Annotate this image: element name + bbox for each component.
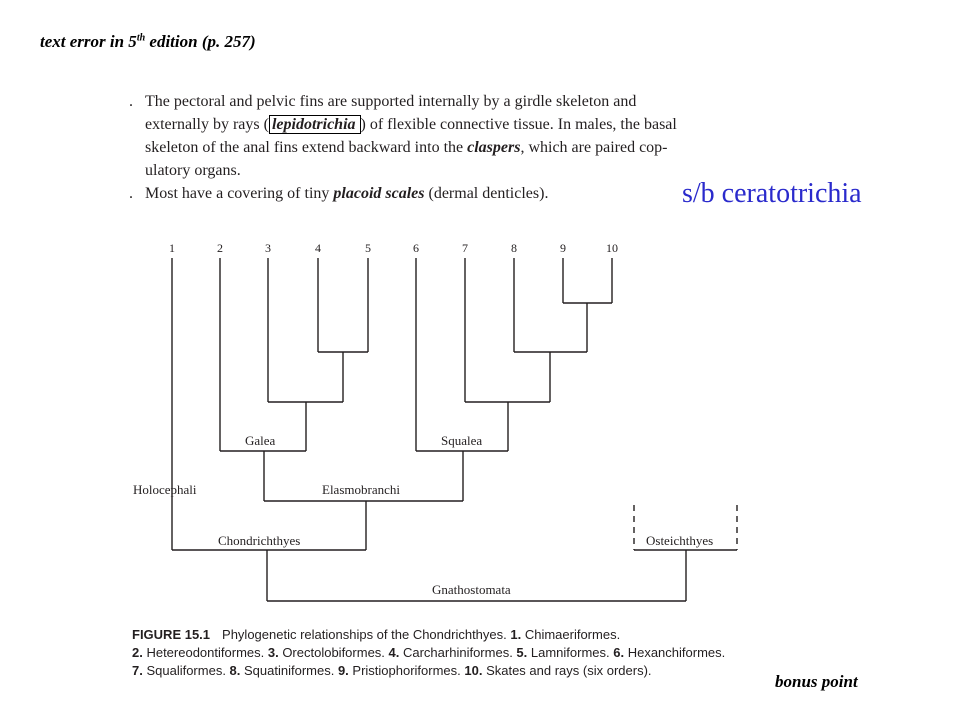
caption-line-3: 7. Squaliformes. 8. Squatiniformes. 9. P… — [132, 663, 652, 678]
tip-label-5: 5 — [365, 241, 371, 255]
tip-label-3: 3 — [265, 241, 271, 255]
clade-label-galea: Galea — [245, 433, 276, 448]
branch-galea — [219, 258, 306, 501]
caption-line-2: 2. Hetereodontiformes. 3. Orectolobiform… — [132, 645, 726, 660]
clade-label-chondrichthyes: Chondrichthyes — [218, 533, 300, 548]
paragraph-scales: .Most have a covering of tiny placoid sc… — [129, 185, 549, 202]
branch-4-5 — [317, 258, 369, 402]
paragraph-fins-line-3: skeleton of the anal fins extend backwar… — [145, 139, 668, 156]
clade-label-holocephali: Holocephali — [133, 482, 197, 497]
tip-label-1: 1 — [169, 241, 175, 255]
clade-label-gnathostomata: Gnathostomata — [432, 582, 511, 597]
correction-note: s/b ceratotrichia — [682, 178, 862, 209]
textbook-excerpt: .The pectoral and pelvic fins are suppor… — [129, 90, 769, 205]
tip-label-7: 7 — [462, 241, 468, 255]
clade-label-squalea: Squalea — [441, 433, 482, 448]
tip-label-8: 8 — [511, 241, 517, 255]
highlighted-term-lepidotrichia: lepidotrichia — [268, 115, 361, 134]
paragraph-fins-line-4: ulatory organs. — [145, 162, 241, 179]
branch-7 — [464, 258, 550, 451]
error-note: text error in 5th edition (p. 257) — [40, 32, 256, 51]
clade-label-osteichthyes: Osteichthyes — [646, 533, 713, 548]
tip-label-9: 9 — [560, 241, 566, 255]
branch-chondrichthyes — [171, 258, 366, 601]
branch-squalea — [415, 258, 508, 501]
bonus-note: bonus point — [775, 672, 858, 691]
paragraph-fins-line-2: externally by rays (lepidotrichia) of fl… — [145, 115, 677, 134]
branch-osteichthyes — [633, 505, 738, 601]
paragraph-fins-line-1: .The pectoral and pelvic fins are suppor… — [129, 93, 637, 110]
tip-label-2: 2 — [217, 241, 223, 255]
tip-label-6: 6 — [413, 241, 419, 255]
branch-elasmobranchi — [264, 500, 463, 550]
branch-3 — [267, 258, 343, 451]
tip-label-4: 4 — [315, 241, 321, 255]
branch-8 — [513, 258, 587, 402]
branch-9-10 — [562, 258, 613, 352]
clade-label-elasmobranchi: Elasmobranchi — [322, 482, 400, 497]
tip-label-10: 10 — [606, 241, 618, 255]
